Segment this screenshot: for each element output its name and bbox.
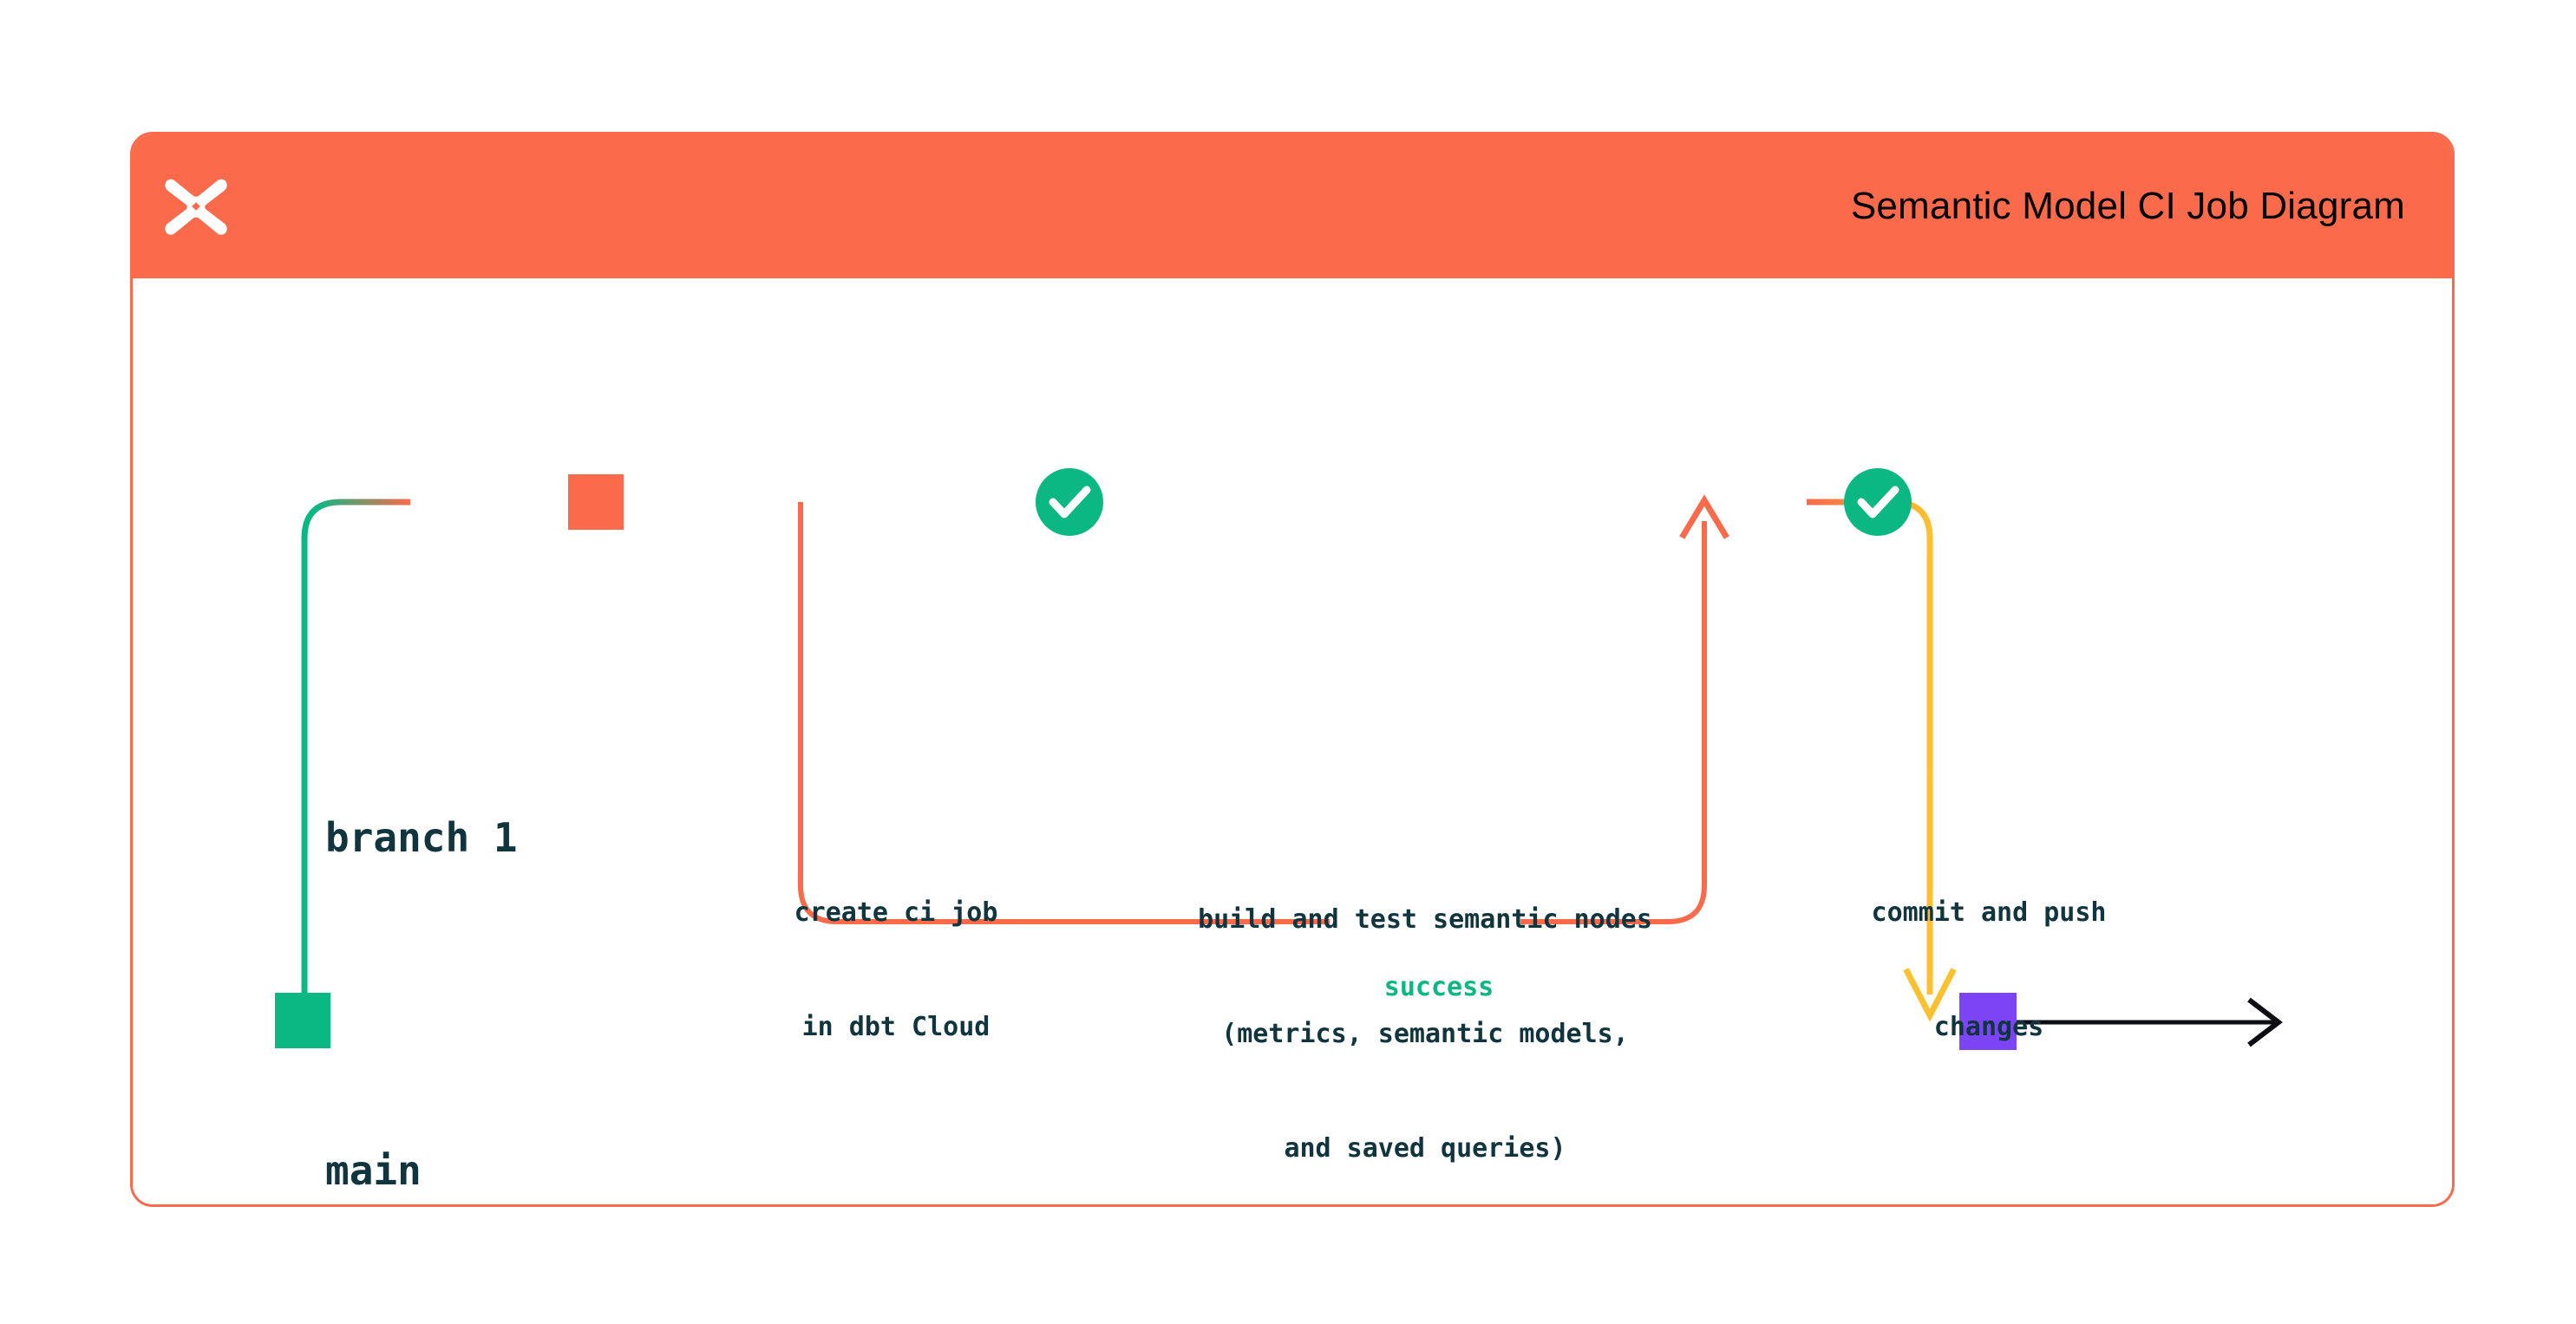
card-header: Semantic Model CI Job Diagram [133,134,2452,278]
caption-merge-to-main: merge to main and deploy to production [1937,1197,2452,1204]
caption-line: and saved queries) [1284,1133,1566,1164]
dbt-logo-icon [165,179,227,235]
check-icon [1857,486,1899,519]
check-icon [1049,486,1091,519]
edge-branch-off [301,499,410,1022]
lane-label-main: main [325,1147,422,1194]
edge-retry-loop [798,494,1729,924]
caption-line: create ci job [794,897,998,928]
edge-label-success: success [1347,972,1531,1002]
node-commit-and-push[interactable] [1844,468,1912,536]
card-body: branch 1 main create ci job in dbt Cloud… [133,278,2452,1204]
branch-flow-svg [275,468,2283,1050]
caption-line: build and test semantic nodes [1198,904,1652,935]
caption-line: commit and push [1871,897,2107,928]
caption-line: (metrics, semantic models, [1221,1019,1629,1049]
caption-commit-and-push: commit and push changes [1763,818,2214,1123]
caption-build-and-test: build and test semantic nodes (metrics, … [1104,825,1746,1204]
lane-label-branch-1: branch 1 [325,814,518,861]
page-title: Semantic Model CI Job Diagram [1850,185,2405,227]
edge-main-continue [2015,997,2283,1047]
node-build-and-test[interactable] [1036,468,1103,536]
diagram-card: Semantic Model CI Job Diagram [130,132,2455,1207]
caption-create-ci-job: create ci job in dbt Cloud [696,818,1095,1123]
node-main-start[interactable] [275,993,330,1048]
node-merge-to-main[interactable] [1959,993,2017,1050]
caption-line: changes [1933,1012,2044,1042]
node-create-ci-job[interactable] [568,474,624,530]
caption-line: in dbt Cloud [801,1012,991,1042]
